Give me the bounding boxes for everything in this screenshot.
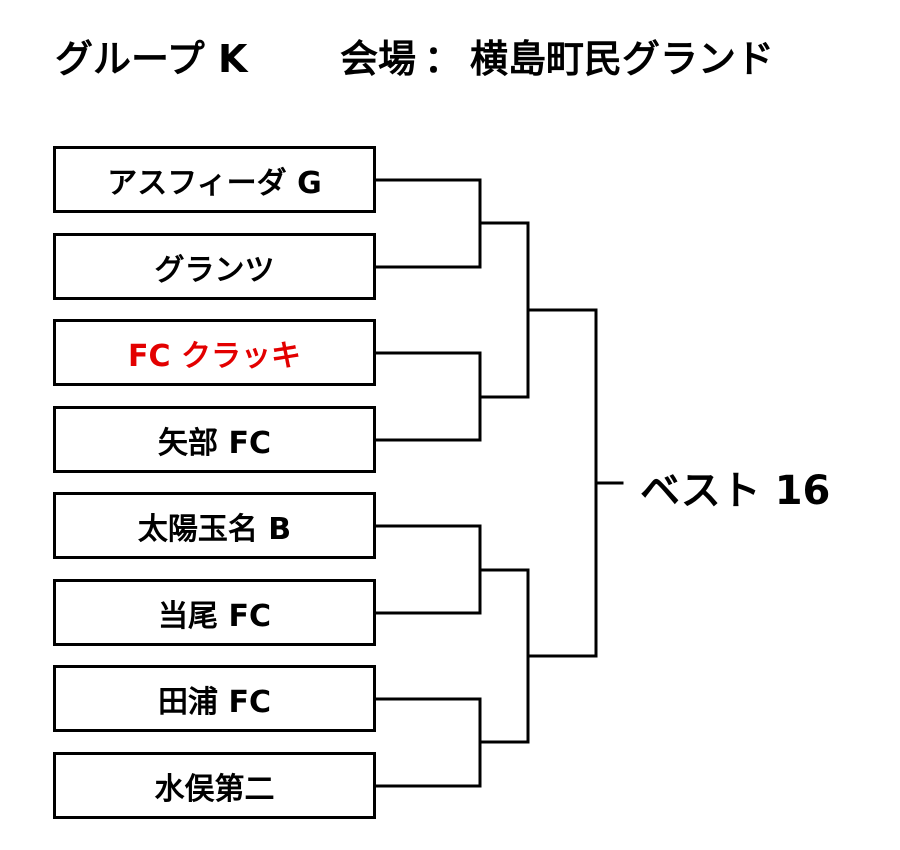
team-box-3: FC クラッキ — [53, 319, 376, 386]
team-name: グランツ — [154, 252, 275, 288]
connector-r1-1 — [374, 178, 482, 269]
connector-r3 — [526, 308, 598, 658]
group-title: グループ K — [55, 37, 248, 81]
venue-name: 横島町民グランド — [470, 37, 775, 81]
team-box-7: 田浦 FC — [53, 665, 376, 732]
team-box-4: 矢部 FC — [53, 406, 376, 473]
result-label: ベスト 16 — [640, 468, 831, 514]
team-box-8: 水俣第二 — [53, 752, 376, 819]
venue-label: 会場 — [340, 37, 417, 81]
team-box-5: 太陽玉名 B — [53, 492, 376, 559]
team-name: 水俣第二 — [154, 771, 275, 807]
connector-r1-4 — [374, 697, 482, 788]
connector-r1-2 — [374, 351, 482, 442]
connector-r1-3 — [374, 524, 482, 615]
team-name: 矢部 FC — [158, 425, 271, 461]
team-box-6: 当尾 FC — [53, 579, 376, 646]
team-box-1: アスフィーダ G — [53, 146, 376, 213]
team-name: FC クラッキ — [128, 338, 301, 374]
venue-line: 会場：横島町民グランド — [340, 28, 774, 83]
team-name: 太陽玉名 B — [137, 511, 292, 547]
team-name: 田浦 FC — [158, 684, 271, 720]
header: グループ K 会場：横島町民グランド — [0, 28, 900, 88]
team-name: アスフィーダ G — [107, 165, 322, 201]
team-name: 当尾 FC — [158, 598, 271, 634]
venue-separator: ： — [424, 37, 463, 81]
team-box-2: グランツ — [53, 233, 376, 300]
